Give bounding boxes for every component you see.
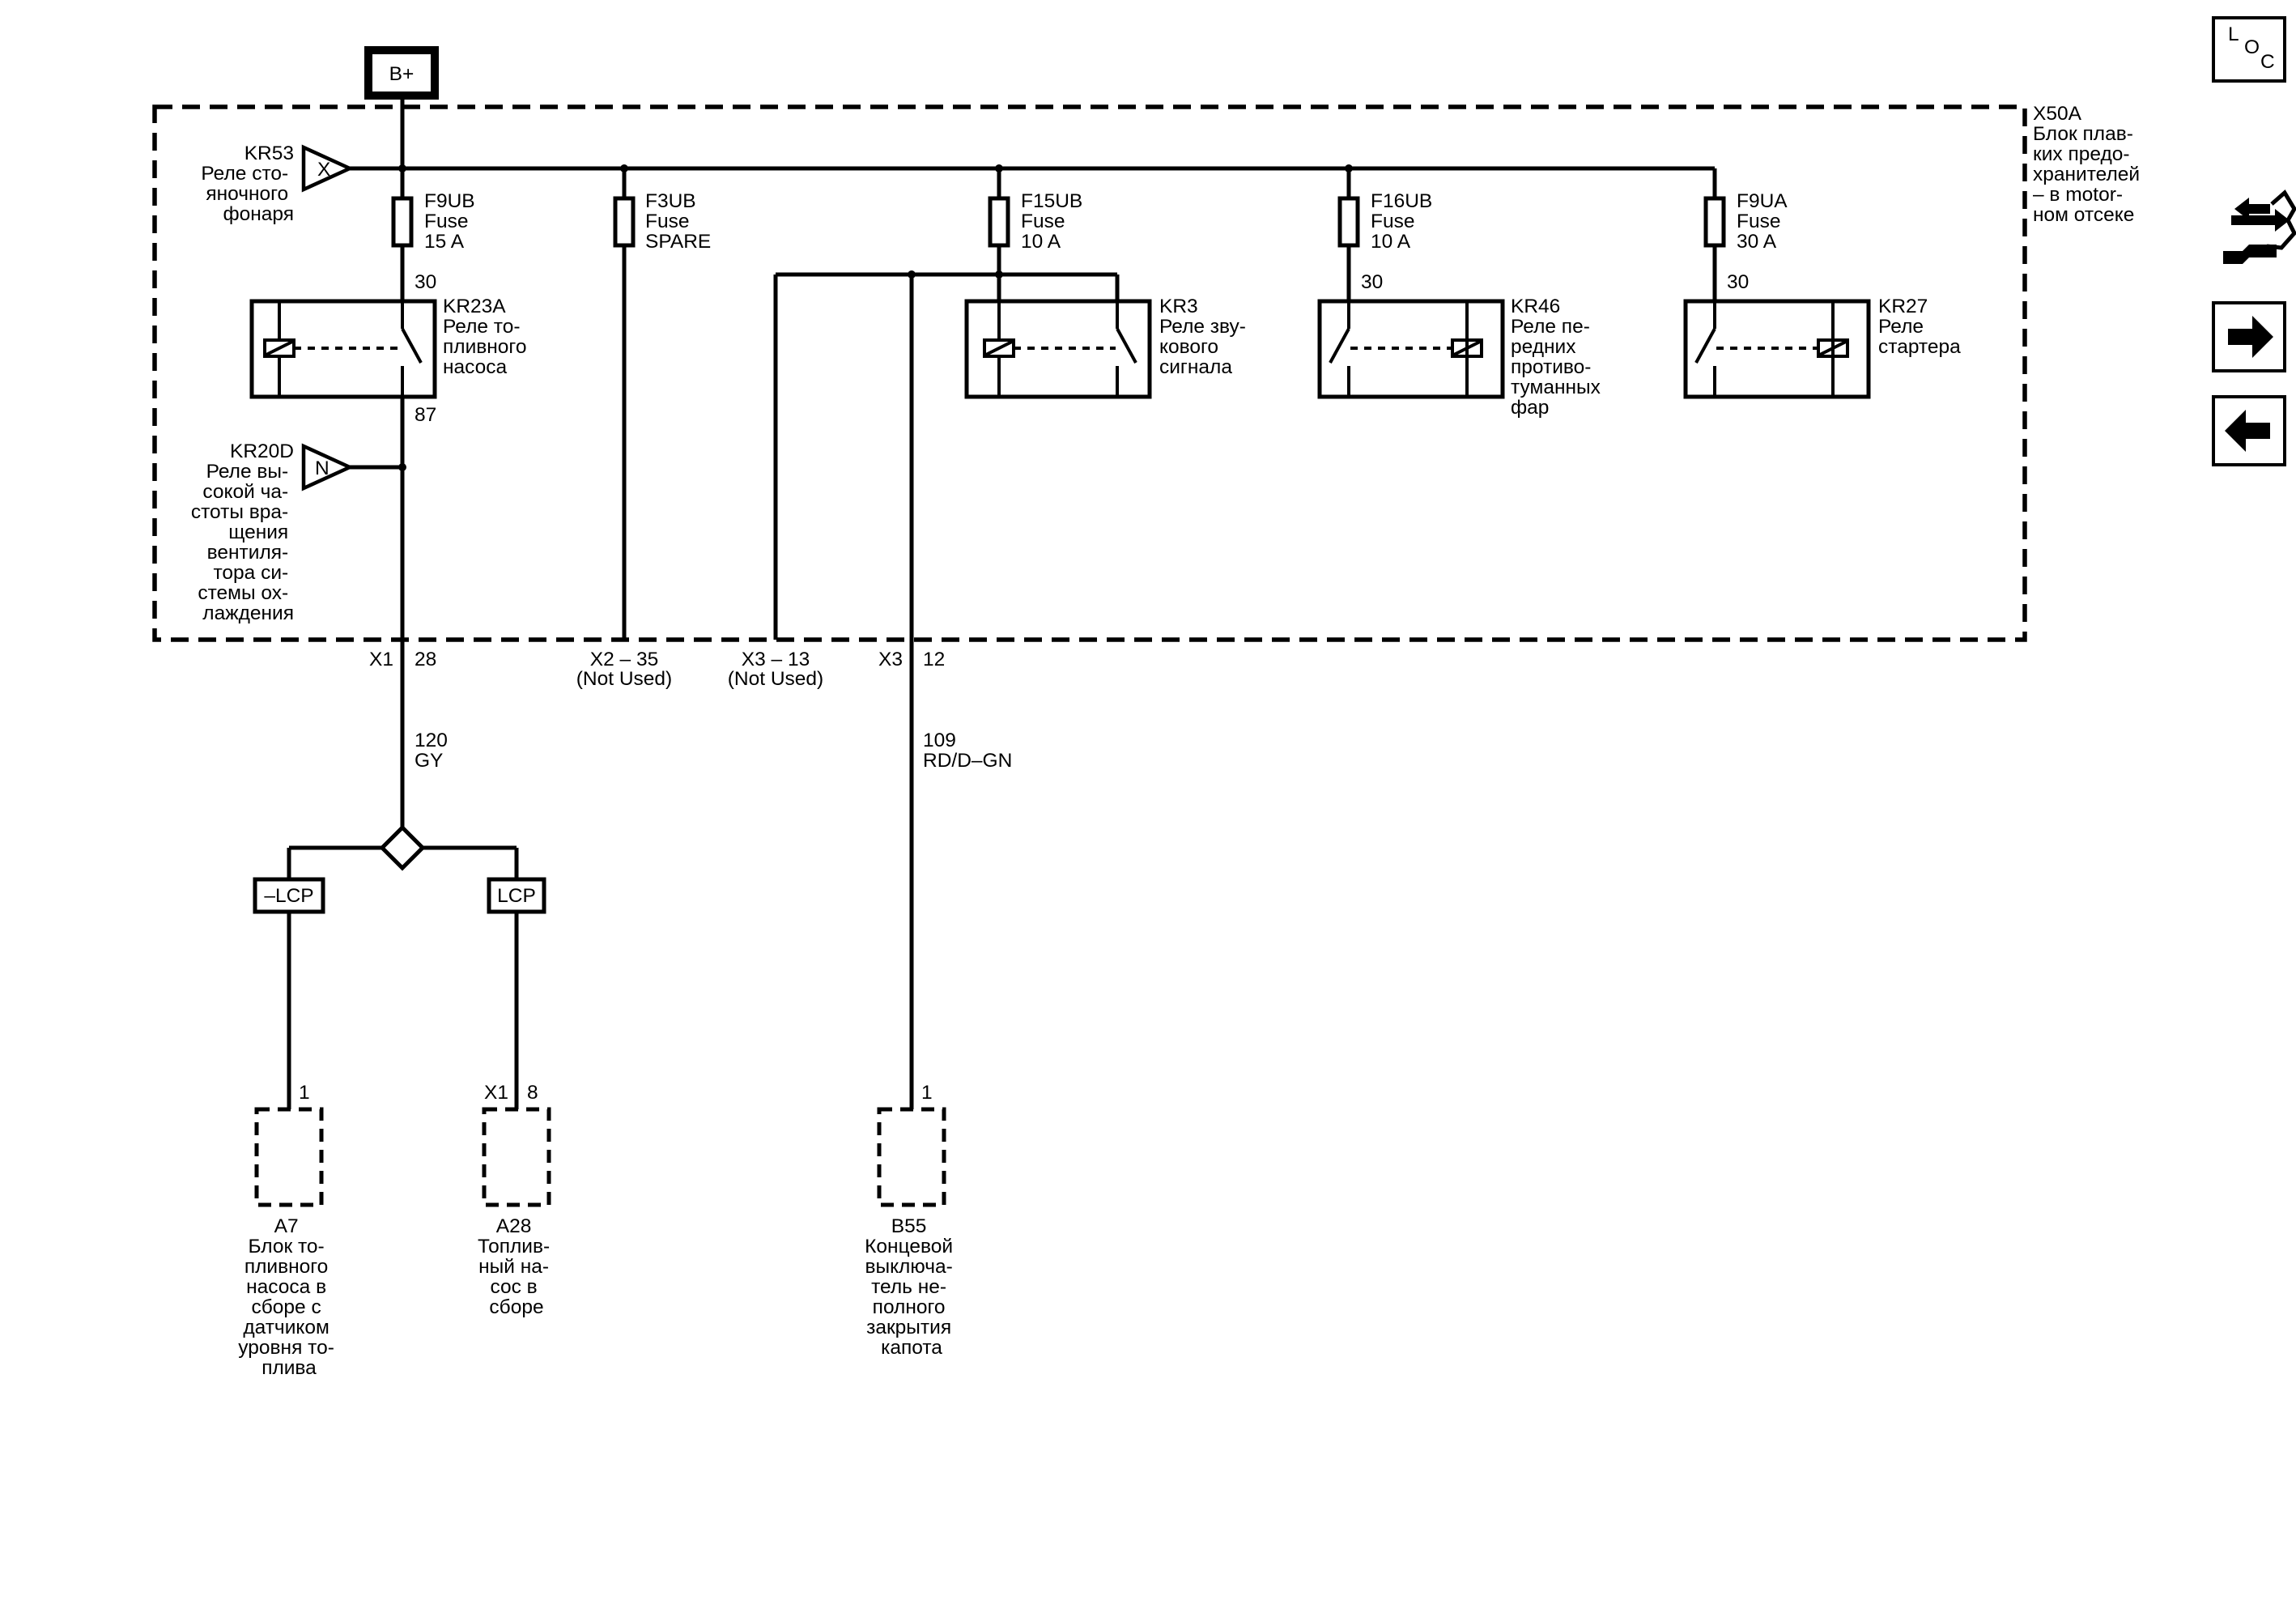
option-splice-diamond — [379, 824, 426, 871]
previous-page-button[interactable] — [2212, 395, 2286, 466]
pin-number: 30 — [1361, 271, 1383, 293]
relay-kr23a-label: KR23A Реле то- пливного насоса — [443, 296, 532, 378]
relay-kr46-label: KR46 Реле пе- редних противо- туманных ф… — [1511, 296, 1606, 419]
connector-label-x1: X1 — [369, 649, 393, 670]
relay-ref-symbol: N — [315, 457, 330, 479]
component-a7-label: A7 Блок то- пливного насоса в сборе с да… — [238, 1215, 339, 1379]
component-b55-label: B55 Концевой выключа- тель не- полного з… — [865, 1215, 959, 1359]
wire-label-120: 120 GY — [415, 730, 453, 772]
pin-number: 87 — [415, 404, 436, 426]
wire-label-109: 109 RD/D–GN — [923, 730, 1012, 772]
relay-ref-triangle-kr53 — [301, 144, 355, 193]
connector-end-view-icon[interactable] — [2223, 189, 2296, 264]
relay-ref-id-kr53: KR53 — [244, 143, 294, 164]
loc-letter: L — [2228, 23, 2239, 45]
component-pin-conn: X1 — [484, 1082, 508, 1104]
relay-ref-id-kr20d: KR20D — [230, 440, 294, 462]
splice-dot — [398, 463, 406, 471]
next-page-icon — [2228, 316, 2273, 358]
battery-label: B+ — [389, 63, 415, 85]
fuse-f16ub — [1337, 196, 1360, 248]
component-a28 — [482, 1107, 551, 1207]
loc-letter: C — [2260, 51, 2275, 73]
component-a7 — [254, 1107, 324, 1207]
component-pin: 1 — [299, 1082, 310, 1104]
fuse-f16ub-label: F16UB Fuse 10 A — [1371, 190, 1438, 253]
previous-page-icon — [2225, 410, 2270, 452]
fuse-f9ub — [391, 196, 414, 248]
fuse-f9ub-label: F9UB Fuse 15 A — [424, 190, 480, 253]
component-pin: 8 — [527, 1082, 538, 1104]
next-page-button[interactable] — [2212, 301, 2286, 372]
relay-ref-symbol: X — [317, 159, 330, 181]
relay-kr27-label: KR27 Реле стартера — [1878, 296, 1961, 358]
connector-pin-28: 28 — [415, 649, 436, 670]
connector-label-x2-35: X2 – 35 — [590, 649, 658, 670]
fuse-block-outline — [152, 104, 2027, 642]
location-button[interactable]: L O C — [2212, 16, 2286, 83]
fuse-block-name: Блок плав- ких предо- хранителей – в mot… — [2033, 123, 2145, 226]
fuse-f15ub-label: F15UB Fuse 10 A — [1021, 190, 1088, 253]
relay-ref-triangle-kr20d — [301, 443, 355, 491]
component-a28-label: A28 Топлив- ный на- сос в сборе — [478, 1215, 555, 1318]
fuse-f3ub-label: F3UB Fuse SPARE — [645, 190, 711, 253]
fuse-f9ua — [1703, 196, 1726, 248]
option-label: LCP — [497, 885, 536, 907]
fuse-block-id: X50A — [2033, 103, 2082, 125]
pin-number: 30 — [1727, 271, 1749, 293]
option-label: –LCP — [264, 885, 313, 907]
option-box-lcp — [487, 877, 546, 914]
component-pin: 1 — [921, 1082, 933, 1104]
relay-kr3-label: KR3 Реле зву- кового сигнала — [1159, 296, 1252, 378]
fuse-f15ub — [988, 196, 1010, 248]
fuse-f3ub — [613, 196, 636, 248]
relay-ref-desc-kr53: Реле сто- яночного фонаря — [201, 163, 294, 225]
connector-pin-12: 12 — [923, 649, 945, 670]
connector-label-x3-13: X3 – 13 — [742, 649, 810, 670]
connector-label-x3: X3 — [878, 649, 903, 670]
pin-number: 30 — [415, 271, 436, 293]
loc-letter: O — [2244, 36, 2260, 58]
option-box-no-lcp — [253, 877, 325, 914]
fuse-f9ua-label: F9UA Fuse 30 A — [1737, 190, 1792, 253]
component-b55 — [877, 1107, 946, 1207]
connector-note: (Not Used) — [728, 668, 823, 690]
relay-ref-desc-kr20d: Реле вы- сокой ча- стоты вра- щения вент… — [191, 461, 294, 624]
splice-dot — [995, 270, 1003, 279]
connector-note: (Not Used) — [576, 668, 672, 690]
